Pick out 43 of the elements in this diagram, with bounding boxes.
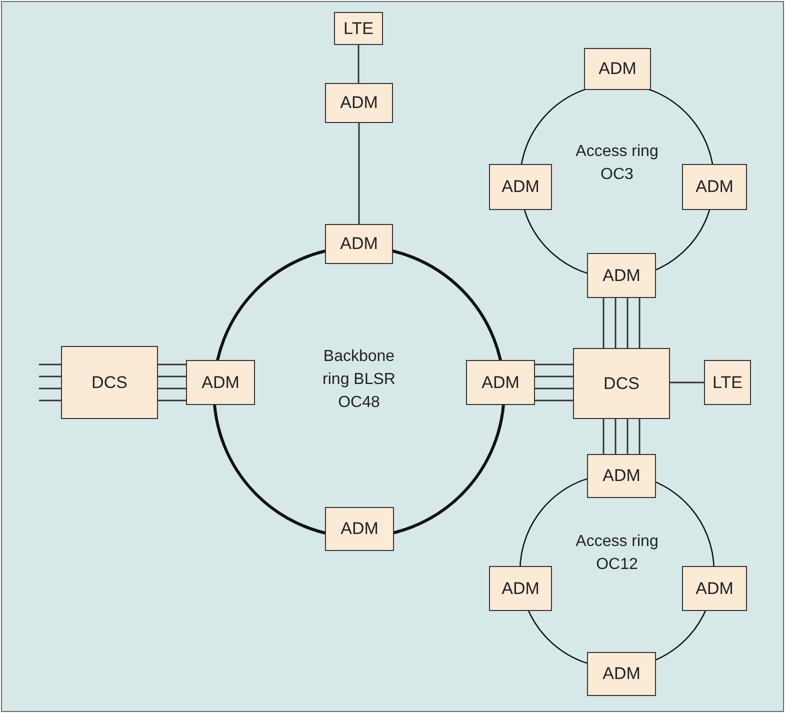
connector-line bbox=[39, 376, 61, 378]
equipment-box: ADM bbox=[587, 652, 656, 696]
connector-line bbox=[626, 298, 628, 348]
ring-label: Access ring OC3 bbox=[574, 142, 660, 185]
equipment-box: LTE bbox=[334, 12, 383, 45]
connector-line bbox=[39, 400, 61, 402]
equipment-box: ADM bbox=[325, 507, 394, 551]
connector-line bbox=[158, 364, 186, 366]
equipment-box: DCS bbox=[61, 346, 158, 419]
connector-line bbox=[638, 298, 640, 348]
connector-line bbox=[358, 45, 360, 83]
equipment-box: ADM bbox=[186, 360, 255, 405]
connector-line bbox=[614, 419, 616, 454]
equipment-box: ADM bbox=[489, 566, 552, 611]
connector-line bbox=[158, 376, 186, 378]
equipment-box: ADM bbox=[587, 253, 656, 298]
equipment-box: ADM bbox=[682, 164, 747, 210]
equipment-box: DCS bbox=[573, 348, 670, 419]
connector-line bbox=[626, 419, 628, 454]
connector-line bbox=[39, 388, 61, 390]
connector-line bbox=[535, 400, 573, 402]
ring-label: Backbone ring BLSR OC48 bbox=[322, 347, 396, 413]
equipment-box: LTE bbox=[704, 360, 751, 405]
connector-line bbox=[535, 388, 573, 390]
equipment-box: ADM bbox=[584, 48, 651, 90]
connector-line bbox=[638, 419, 640, 454]
connector-line bbox=[602, 419, 604, 454]
connector-line bbox=[670, 382, 704, 384]
connector-line bbox=[158, 400, 186, 402]
connector-line bbox=[358, 123, 360, 224]
connector-line bbox=[614, 298, 616, 348]
equipment-box: ADM bbox=[682, 566, 747, 611]
connector-line bbox=[39, 364, 61, 366]
equipment-box: ADM bbox=[325, 224, 393, 264]
connector-line bbox=[158, 388, 186, 390]
equipment-box: ADM bbox=[466, 360, 535, 405]
connector-line bbox=[535, 364, 573, 366]
connector-line bbox=[535, 376, 573, 378]
connector-line bbox=[602, 298, 604, 348]
equipment-box: ADM bbox=[325, 83, 393, 123]
equipment-box: ADM bbox=[489, 164, 552, 210]
ring-label: Access ring OC12 bbox=[574, 532, 660, 575]
equipment-box: ADM bbox=[587, 454, 656, 498]
